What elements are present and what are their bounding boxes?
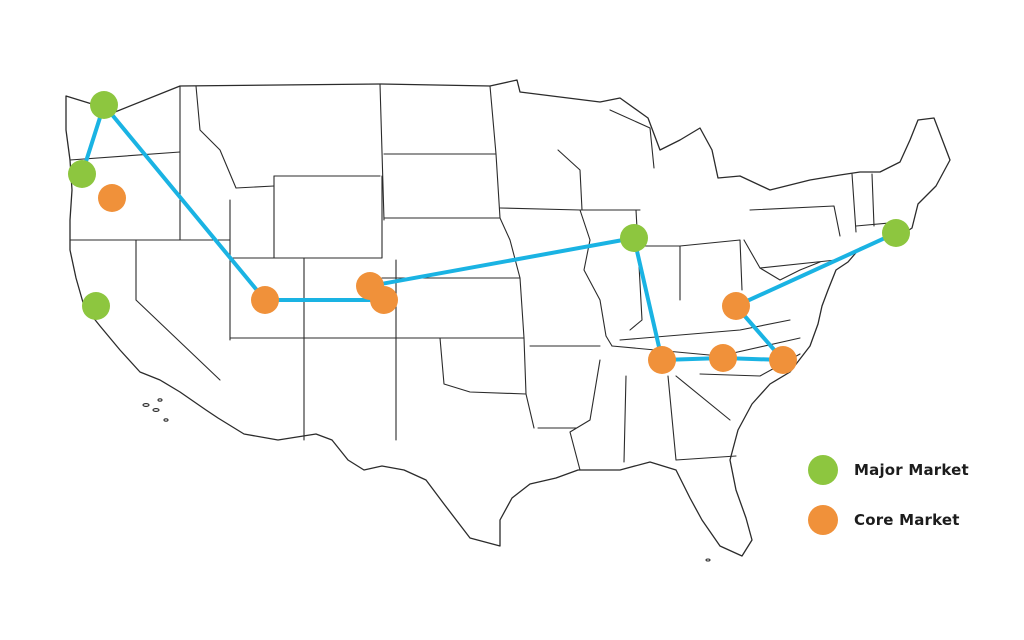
market-markers [68, 91, 910, 374]
core-market-marker[interactable] [251, 286, 279, 314]
route-segment [102, 103, 267, 302]
core-market-marker[interactable] [709, 344, 737, 372]
core-market-marker[interactable] [370, 286, 398, 314]
legend-item-core: Core Market [808, 502, 1008, 538]
state-boundaries [69, 83, 901, 471]
major-market-swatch [808, 455, 838, 485]
route-segment [632, 236, 664, 362]
major-market-marker[interactable] [82, 292, 110, 320]
legend-label-major: Major Market [854, 461, 969, 479]
core-market-marker[interactable] [769, 346, 797, 374]
major-market-marker[interactable] [90, 91, 118, 119]
islands [142, 398, 711, 562]
core-market-marker[interactable] [98, 184, 126, 212]
core-market-swatch [808, 505, 838, 535]
major-market-marker[interactable] [68, 160, 96, 188]
legend-label-core: Core Market [854, 511, 960, 529]
major-market-marker[interactable] [620, 224, 648, 252]
core-market-marker[interactable] [648, 346, 676, 374]
route-segment [368, 236, 636, 288]
us-outline [65, 79, 951, 557]
core-market-marker[interactable] [722, 292, 750, 320]
route-segment [734, 231, 898, 308]
major-market-marker[interactable] [882, 219, 910, 247]
legend-item-major: Major Market [808, 452, 1008, 488]
legend: Major Market Core Market [808, 452, 1008, 552]
